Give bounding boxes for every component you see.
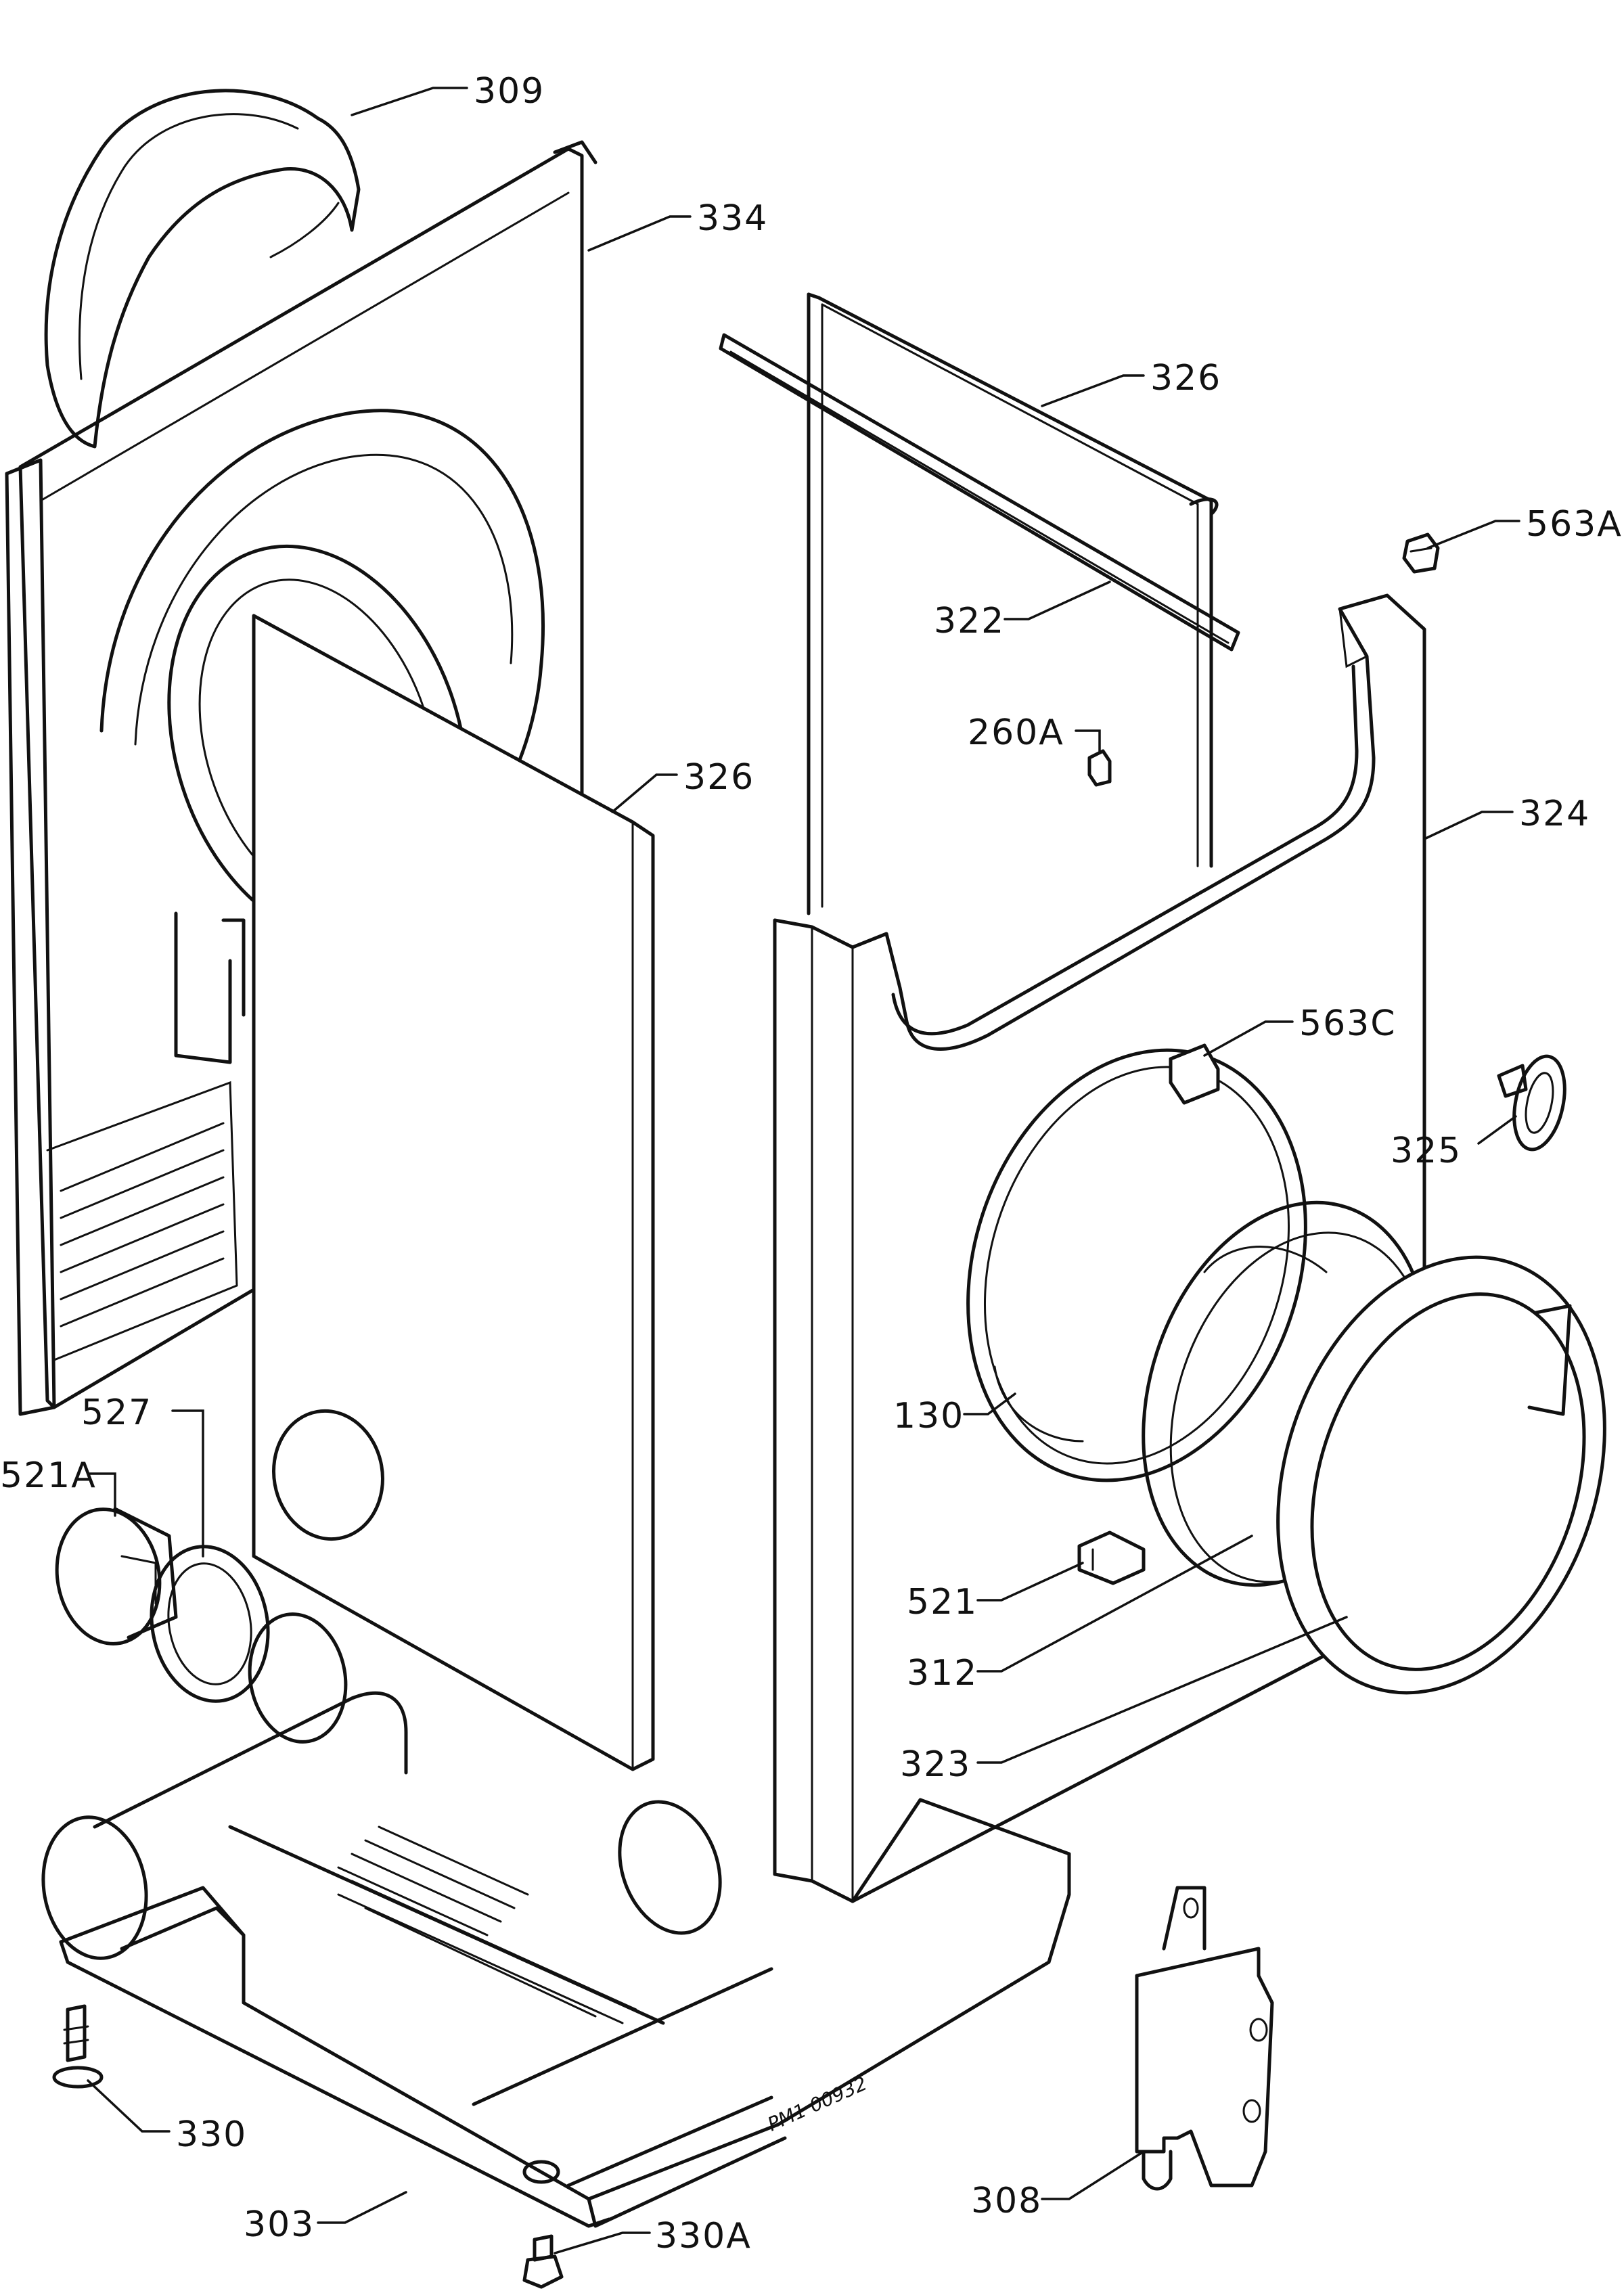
part-334-rear-panel [5,140,597,1416]
label-308: 308 [971,2181,1042,2221]
part-260a-clip [1087,749,1112,787]
part-330-foot [52,2004,104,2089]
callout-312: 312 [907,1535,1253,1694]
rear-panel-vents [60,1122,225,1328]
part-322-top-rail [719,333,1240,652]
callout-330a: 330A [554,2216,752,2256]
part-325-door-handle [1497,1054,1566,1152]
label-330: 330 [176,2114,247,2155]
part-330a-foot [522,2234,564,2289]
base-vent-slots [337,1825,637,2024]
callout-309: 309 [351,71,545,116]
label-330a: 330A [655,2216,752,2256]
label-303: 303 [244,2204,315,2245]
callout-563a: 563A [1426,504,1623,549]
callout-521: 521 [907,1562,1084,1623]
label-334: 334 [697,198,768,239]
label-130: 130 [893,1396,964,1436]
part-521a-fan-housing [55,1507,178,1646]
label-322: 322 [934,601,1005,641]
label-563a: 563A [1526,504,1623,545]
part-323-door-frame [1276,1255,1606,1695]
part-563c-clip [1169,1043,1220,1105]
label-563c: 563C [1299,1003,1397,1044]
callout-323: 323 [900,1616,1348,1785]
callout-521a: 521A [0,1455,116,1517]
part-303-base-plate [41,1612,1071,2228]
callout-324: 324 [1423,794,1590,840]
callout-326-top: 326 [1041,358,1221,407]
callout-527: 527 [81,1392,204,1558]
callout-563c: 563C [1203,1003,1397,1057]
callout-308: 308 [971,2150,1145,2221]
part-324-front-panel [773,593,1426,1903]
label-312: 312 [907,1653,978,1694]
label-323: 323 [900,1744,971,1785]
drawing-reference: PM1 00932 [764,2072,870,2135]
callout-303: 303 [244,2191,407,2245]
part-308-hinge [1135,1886,1274,2191]
label-309: 309 [474,71,545,112]
label-326-top: 326 [1150,358,1221,399]
part-309-seal-ring [44,89,361,449]
part-527-ring [150,1545,270,1703]
callout-326-mid: 326 [611,757,754,813]
label-324: 324 [1519,794,1590,834]
label-325: 325 [1391,1131,1462,1171]
part-326-side-panel-left [252,614,655,1771]
callout-325: 325 [1391,899,1517,1171]
part-563a-clip [1402,532,1440,574]
callout-260a: 260A [968,712,1101,753]
callout-334: 334 [587,198,768,252]
label-527: 527 [81,1392,152,1433]
label-521a: 521A [0,1455,97,1496]
label-521: 521 [907,1582,978,1623]
callout-130: 130 [893,1392,1016,1436]
label-260a: 260A [968,712,1064,753]
callout-322: 322 [934,581,1111,641]
callout-330: 330 [87,2079,247,2155]
label-326-mid: 326 [683,757,754,798]
part-521-clip [1077,1530,1146,1585]
